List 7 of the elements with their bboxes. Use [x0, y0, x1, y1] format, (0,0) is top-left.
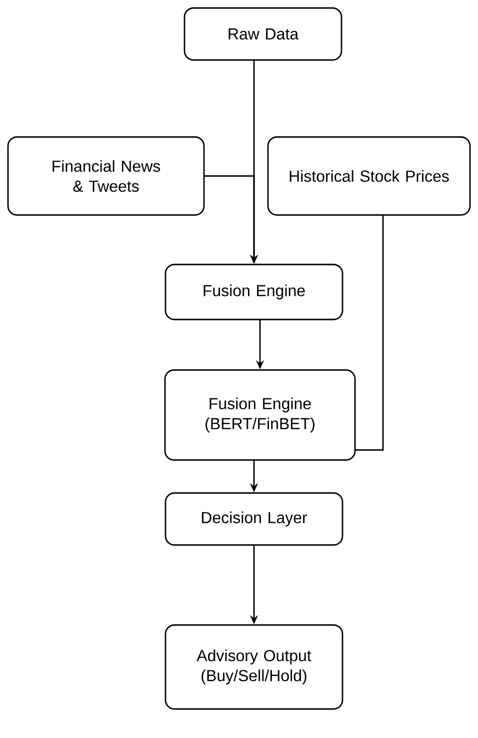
process-box: Financial News & Tweets — [7, 136, 205, 216]
process-box: Advisory Output (Buy/Sell/Hold) — [164, 624, 344, 710]
process-box: Decision Layer — [164, 492, 344, 546]
process-box: Raw Data — [184, 7, 342, 61]
process-box: Fusion Engine — [164, 264, 344, 320]
process-box: Fusion Engine (BERT/FinBET) — [164, 369, 356, 461]
process-box: Historical Stock Prices — [267, 136, 471, 216]
